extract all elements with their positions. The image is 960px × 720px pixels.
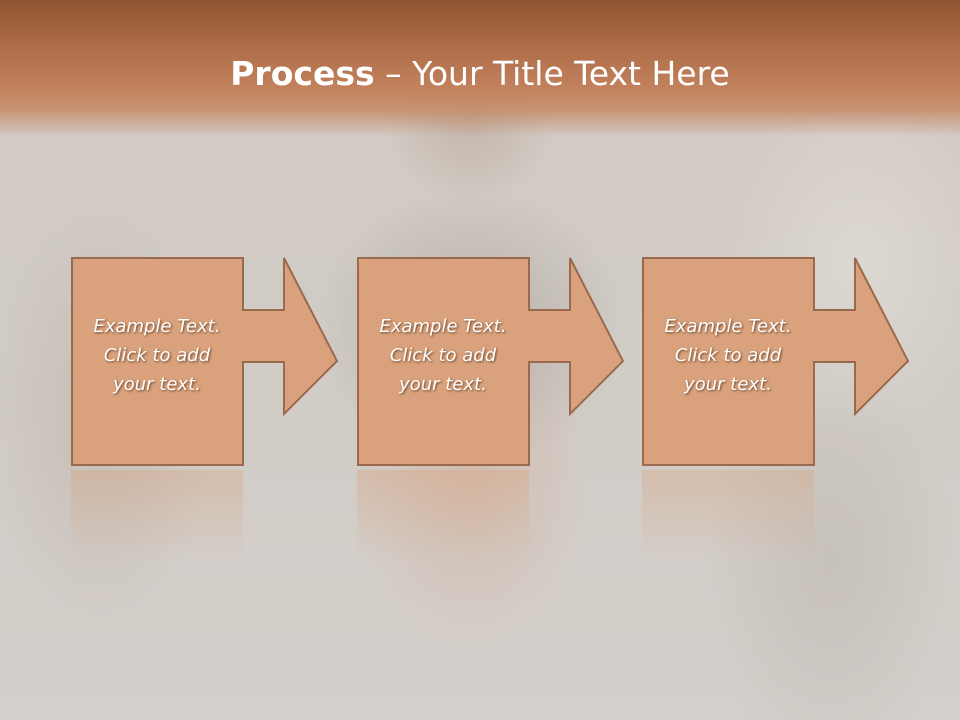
step-1-text[interactable]: Example Text. Click to add your text. — [93, 316, 221, 395]
title-rest: – Your Title Text Here — [374, 54, 730, 93]
step-1-shape — [71, 257, 339, 466]
step-2-shape — [357, 257, 625, 466]
step-2-text[interactable]: Example Text. Click to add your text. — [379, 316, 507, 395]
title-bold: Process — [230, 54, 375, 93]
step-3-shape — [642, 257, 910, 466]
process-step-2[interactable]: Example Text. Click to add your text. — [357, 257, 697, 467]
step-3-reflection — [642, 470, 814, 560]
title-bar — [0, 0, 960, 136]
step-2-reflection — [357, 470, 529, 560]
step-1-reflection — [71, 470, 243, 560]
step-3-text[interactable]: Example Text. Click to add your text. — [664, 316, 792, 395]
slide-title[interactable]: Process – Your Title Text Here — [0, 52, 960, 96]
process-step-1[interactable]: Example Text. Click to add your text. — [71, 257, 411, 467]
process-step-3[interactable]: Example Text. Click to add your text. — [642, 257, 960, 467]
